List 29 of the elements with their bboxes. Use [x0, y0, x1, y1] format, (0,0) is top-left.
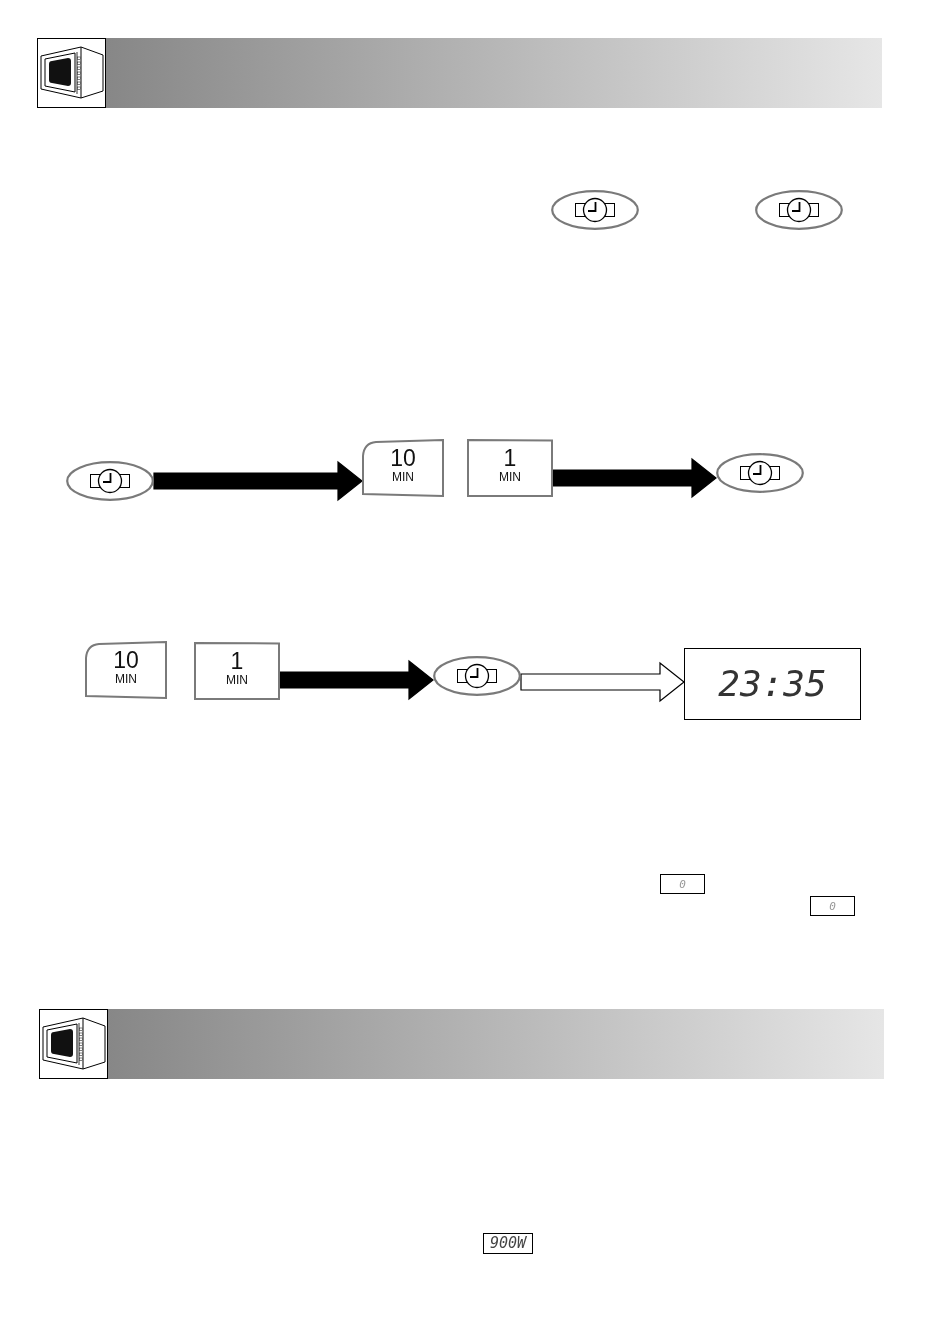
key-unit-label: MIN — [225, 674, 249, 687]
minute-key — [362, 439, 444, 497]
lcd-display — [684, 648, 861, 720]
key-number: 1 — [229, 650, 245, 673]
display-readout: 23:35 — [718, 666, 827, 702]
clock-button — [755, 190, 843, 230]
key-number: 10 — [389, 447, 417, 470]
lcd-display — [660, 874, 705, 894]
clock-button — [716, 453, 804, 493]
arrow — [552, 457, 717, 499]
key-number: 1 — [502, 447, 518, 470]
clock-button — [66, 461, 154, 501]
arrow — [153, 460, 363, 502]
lcd-display — [810, 896, 855, 916]
key-unit-label: MIN — [391, 471, 415, 484]
arrow — [520, 661, 685, 703]
clock-button — [433, 656, 521, 696]
key-unit-label: MIN — [498, 471, 522, 484]
lcd-display — [483, 1233, 533, 1254]
minute-key — [194, 642, 280, 700]
minute-key — [467, 439, 553, 497]
display-readout: 0 — [679, 878, 686, 890]
key-number: 10 — [112, 649, 140, 672]
key-unit-label: MIN — [114, 673, 138, 686]
minute-key — [85, 641, 167, 699]
clock-button — [551, 190, 639, 230]
display-readout: 0 — [829, 900, 836, 912]
display-readout: 900W — [489, 1236, 527, 1251]
arrow — [279, 659, 434, 701]
